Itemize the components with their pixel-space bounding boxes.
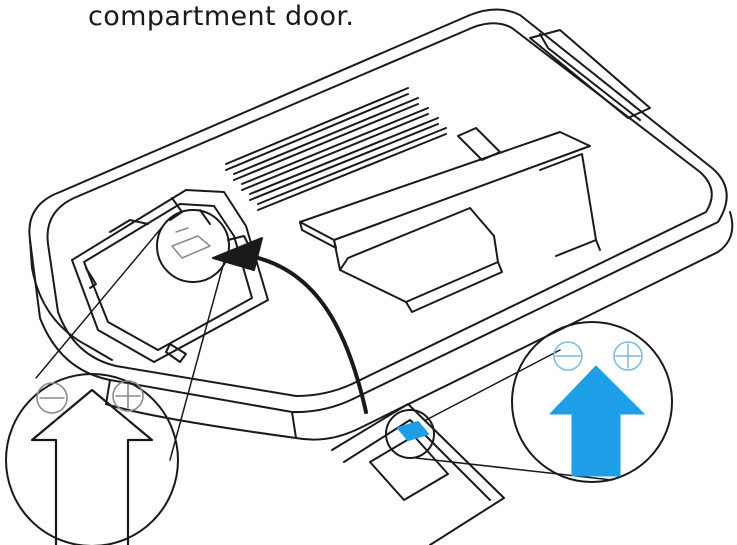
vent-slots: [225, 87, 447, 211]
plus-circle-icon: [112, 380, 144, 412]
magnify-source-circle: [156, 209, 230, 283]
kickstand: [299, 127, 601, 313]
insert-direction-blue-arrow: [549, 365, 645, 477]
battery-compartment: [71, 189, 269, 363]
instruction-caption: compartment door.: [88, 1, 355, 32]
compartment-detail: [171, 227, 211, 259]
right-magnify-view: [511, 321, 673, 483]
battery-pack: [331, 403, 505, 545]
insert-direction-outline-arrow: [30, 388, 154, 545]
left-magnify-view: [5, 373, 179, 545]
minus-circle-icon: [36, 382, 68, 414]
minus-circle-icon: [553, 341, 583, 371]
device-body: [28, 8, 734, 441]
magnify-leader-lines: [35, 225, 225, 461]
plus-circle-icon: [613, 341, 643, 371]
curved-arrow-icon: [212, 237, 368, 414]
